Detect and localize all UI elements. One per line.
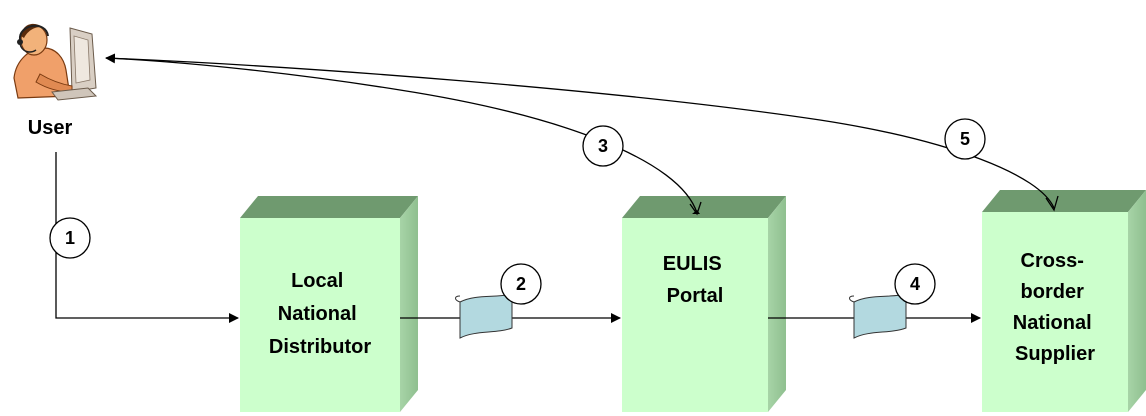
box-top-face — [622, 196, 786, 218]
step-number: 1 — [65, 228, 75, 248]
box-label-line: EULIS — [663, 253, 722, 275]
user-label: User — [28, 117, 73, 139]
box-label-line: border — [1021, 281, 1085, 303]
arrow-crossborder-to-user — [105, 57, 1055, 209]
box-label-line: Local — [291, 270, 343, 292]
box-top-face — [240, 196, 418, 218]
arrow-eulis-to-user — [105, 53, 698, 214]
step-4-marker: 4 — [894, 263, 936, 305]
box-side-face — [400, 196, 418, 412]
step-number: 3 — [598, 136, 608, 156]
box-front-face — [240, 218, 400, 412]
box-side-face — [768, 196, 786, 412]
step-number: 5 — [960, 129, 970, 149]
box-front-face — [982, 212, 1128, 412]
arrow-user-to-local — [55, 152, 239, 323]
user-icon — [13, 23, 98, 101]
local-national-distributor-box: Local National Distributor — [240, 196, 418, 412]
box-label-line: Portal — [667, 285, 724, 307]
box-label-line: Distributor — [269, 336, 371, 358]
arrow-head-to-crossborder — [1045, 195, 1059, 212]
step-number: 2 — [516, 274, 526, 294]
step-5-marker: 5 — [944, 118, 986, 160]
step-1-marker: 1 — [49, 217, 91, 259]
cross-border-national-supplier-box: Cross- border National Supplier — [982, 190, 1146, 412]
box-label: EULIS Portal — [663, 253, 727, 307]
step-number: 4 — [910, 274, 920, 294]
document-icon — [455, 293, 513, 339]
arrow-head-to-eulis-stroke — [689, 201, 702, 216]
document-icon — [849, 293, 907, 339]
step-3-marker: 3 — [582, 125, 624, 167]
box-label-line: Cross- — [1021, 250, 1084, 272]
eulis-portal-box: EULIS Portal — [622, 196, 786, 412]
box-front-face — [622, 218, 768, 412]
box-label-line: National — [278, 303, 357, 325]
box-label: Local National Distributor — [269, 270, 371, 358]
box-label-line: Supplier — [1015, 343, 1095, 365]
box-side-face — [1128, 190, 1146, 412]
step-2-marker: 2 — [500, 263, 542, 305]
box-label: Cross- border National Supplier — [1013, 250, 1097, 365]
box-label-line: National — [1013, 312, 1092, 334]
box-top-face — [982, 190, 1146, 212]
